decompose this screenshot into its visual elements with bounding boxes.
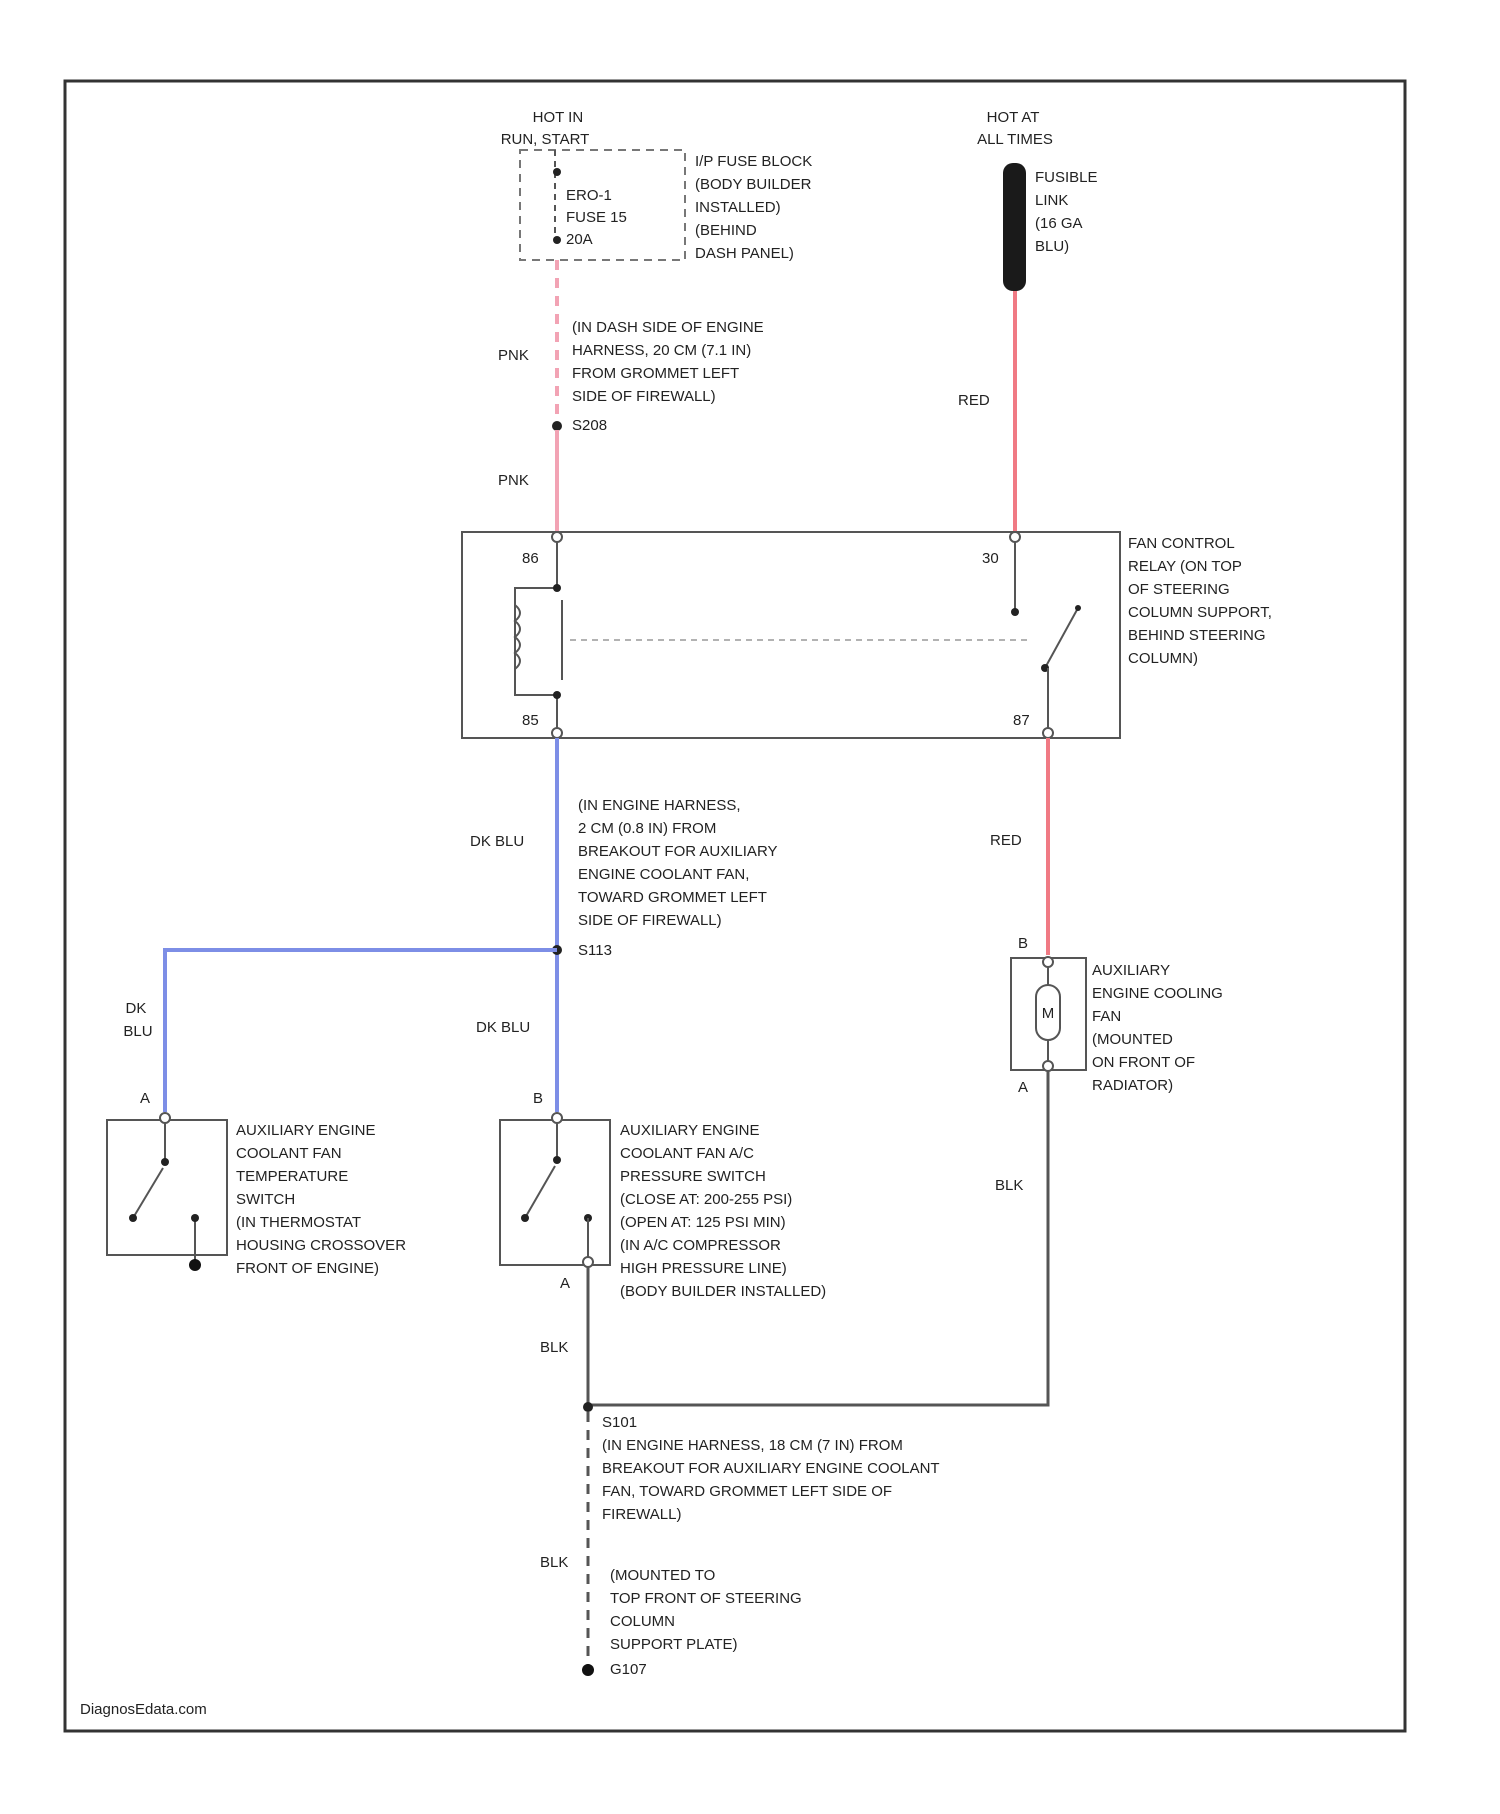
temp-switch-arm bbox=[133, 1168, 163, 1218]
fuse-terminal-bottom bbox=[553, 236, 561, 244]
relay-pin-87-connector bbox=[1043, 728, 1053, 738]
splice-s113-label: (IN ENGINE HARNESS, 2 CM (0.8 IN) FROM B… bbox=[578, 797, 781, 959]
relay-pin-87: 87 bbox=[1013, 712, 1030, 729]
relay-switch-contact bbox=[1011, 608, 1019, 616]
relay-pin-30: 30 bbox=[982, 550, 999, 567]
fusible-link-label: FUSIBLE LINK (16 GA BLU) bbox=[1035, 169, 1102, 255]
temp-switch-pin-a: A bbox=[140, 1090, 150, 1107]
temp-switch-box bbox=[107, 1120, 227, 1255]
pressure-switch-box bbox=[500, 1120, 610, 1265]
pnk-lower-label: PNK bbox=[498, 472, 529, 489]
red-upper-label: RED bbox=[958, 392, 990, 409]
temp-switch-pivot bbox=[129, 1214, 137, 1222]
pressure-switch-contact bbox=[553, 1156, 561, 1164]
dk-blu-left-label: DK BLU bbox=[123, 1000, 152, 1040]
fuse-block-label: I/P FUSE BLOCK (BODY BUILDER INSTALLED) … bbox=[695, 153, 816, 262]
relay-switch-tip bbox=[1075, 605, 1081, 611]
relay-switch-arm bbox=[1045, 608, 1078, 668]
pressure-switch-label: AUXILIARY ENGINE COOLANT FAN A/C PRESSUR… bbox=[620, 1122, 826, 1300]
temp-switch-ground-icon bbox=[189, 1259, 201, 1271]
splice-s208-label: (IN DASH SIDE OF ENGINE HARNESS, 20 CM (… bbox=[572, 319, 768, 434]
source-run-start-label: HOT IN RUN, START bbox=[501, 109, 590, 148]
watermark: DiagnosEdata.com bbox=[80, 1701, 207, 1718]
relay-coil-dot-top bbox=[553, 584, 561, 592]
blk-ground-label: BLK bbox=[540, 1554, 568, 1571]
pressure-switch-pin-b: B bbox=[533, 1090, 543, 1107]
fuse-terminal-top bbox=[553, 168, 561, 176]
relay-pin-85-connector bbox=[552, 728, 562, 738]
aux-fan-pin-b-connector bbox=[1043, 957, 1053, 967]
dk-blu-main-label: DK BLU bbox=[470, 833, 524, 850]
ground-g107-icon bbox=[582, 1664, 594, 1676]
temp-switch-contact bbox=[161, 1158, 169, 1166]
splice-s101-label: S101 (IN ENGINE HARNESS, 18 CM (7 IN) FR… bbox=[602, 1414, 944, 1523]
ground-g107-label: (MOUNTED TO TOP FRONT OF STEERING COLUMN… bbox=[610, 1567, 806, 1678]
splice-s101-dot bbox=[583, 1402, 593, 1412]
aux-fan-motor-symbol: M bbox=[1042, 1005, 1055, 1022]
relay-coil-dot-bottom bbox=[553, 691, 561, 699]
temp-switch-label: AUXILIARY ENGINE COOLANT FAN TEMPERATURE… bbox=[236, 1122, 410, 1277]
blk-fan-label: BLK bbox=[995, 1177, 1023, 1194]
pressure-switch-pin-a: A bbox=[560, 1275, 570, 1292]
relay-coil bbox=[515, 542, 557, 728]
relay-pin-86-connector bbox=[552, 532, 562, 542]
pressure-switch-pin-b-connector bbox=[552, 1113, 562, 1123]
relay-pin-30-connector bbox=[1010, 532, 1020, 542]
fan-control-relay-box bbox=[462, 532, 1120, 738]
aux-fan-pin-b: B bbox=[1018, 935, 1028, 952]
aux-fan-pin-a-connector bbox=[1043, 1061, 1053, 1071]
red-lower-label: RED bbox=[990, 832, 1022, 849]
blk-switch-label: BLK bbox=[540, 1339, 568, 1356]
pressure-switch-pivot bbox=[521, 1214, 529, 1222]
relay-pin-85: 85 bbox=[522, 712, 539, 729]
fuse-label: ERO-1 FUSE 15 20A bbox=[566, 187, 631, 248]
splice-s208-dot bbox=[552, 421, 562, 431]
pressure-switch-arm bbox=[525, 1166, 555, 1218]
dk-blu-right-label: DK BLU bbox=[476, 1019, 530, 1036]
pnk-upper-label: PNK bbox=[498, 347, 529, 364]
aux-fan-pin-a: A bbox=[1018, 1079, 1028, 1096]
fusible-link-body bbox=[1003, 163, 1026, 291]
source-all-times-label: HOT AT ALL TIMES bbox=[977, 109, 1053, 148]
relay-pin-86: 86 bbox=[522, 550, 539, 567]
pressure-switch-pin-a-connector bbox=[583, 1257, 593, 1267]
fan-control-relay-label: FAN CONTROL RELAY (ON TOP OF STEERING CO… bbox=[1128, 535, 1276, 667]
fuse-block-box bbox=[520, 150, 685, 260]
temp-switch-pin-a-connector bbox=[160, 1113, 170, 1123]
temp-switch-contact-2 bbox=[191, 1214, 199, 1222]
aux-fan-label: AUXILIARY ENGINE COOLING FAN (MOUNTED ON… bbox=[1092, 962, 1227, 1094]
